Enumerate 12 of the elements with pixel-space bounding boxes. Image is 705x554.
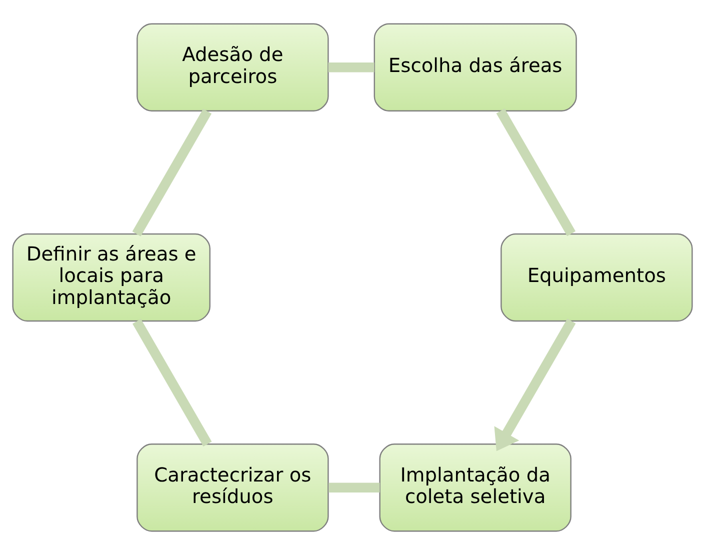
- node-box: Definir as áreas e locais para implantação: [12, 232, 210, 322]
- arrow: [494, 318, 576, 451]
- node-box: Adesão de parceiros: [136, 22, 329, 111]
- connector: [132, 108, 212, 236]
- connector: [496, 108, 576, 236]
- connector: [328, 482, 380, 492]
- connector: [132, 318, 212, 446]
- node-box: Implantação da coleta seletiva: [379, 443, 572, 532]
- connector: [328, 62, 374, 72]
- node-box: Caractecrizar os resíduos: [136, 443, 329, 532]
- node-box: Escolha das áreas: [374, 22, 577, 111]
- node-box: Equipamentos: [500, 232, 693, 322]
